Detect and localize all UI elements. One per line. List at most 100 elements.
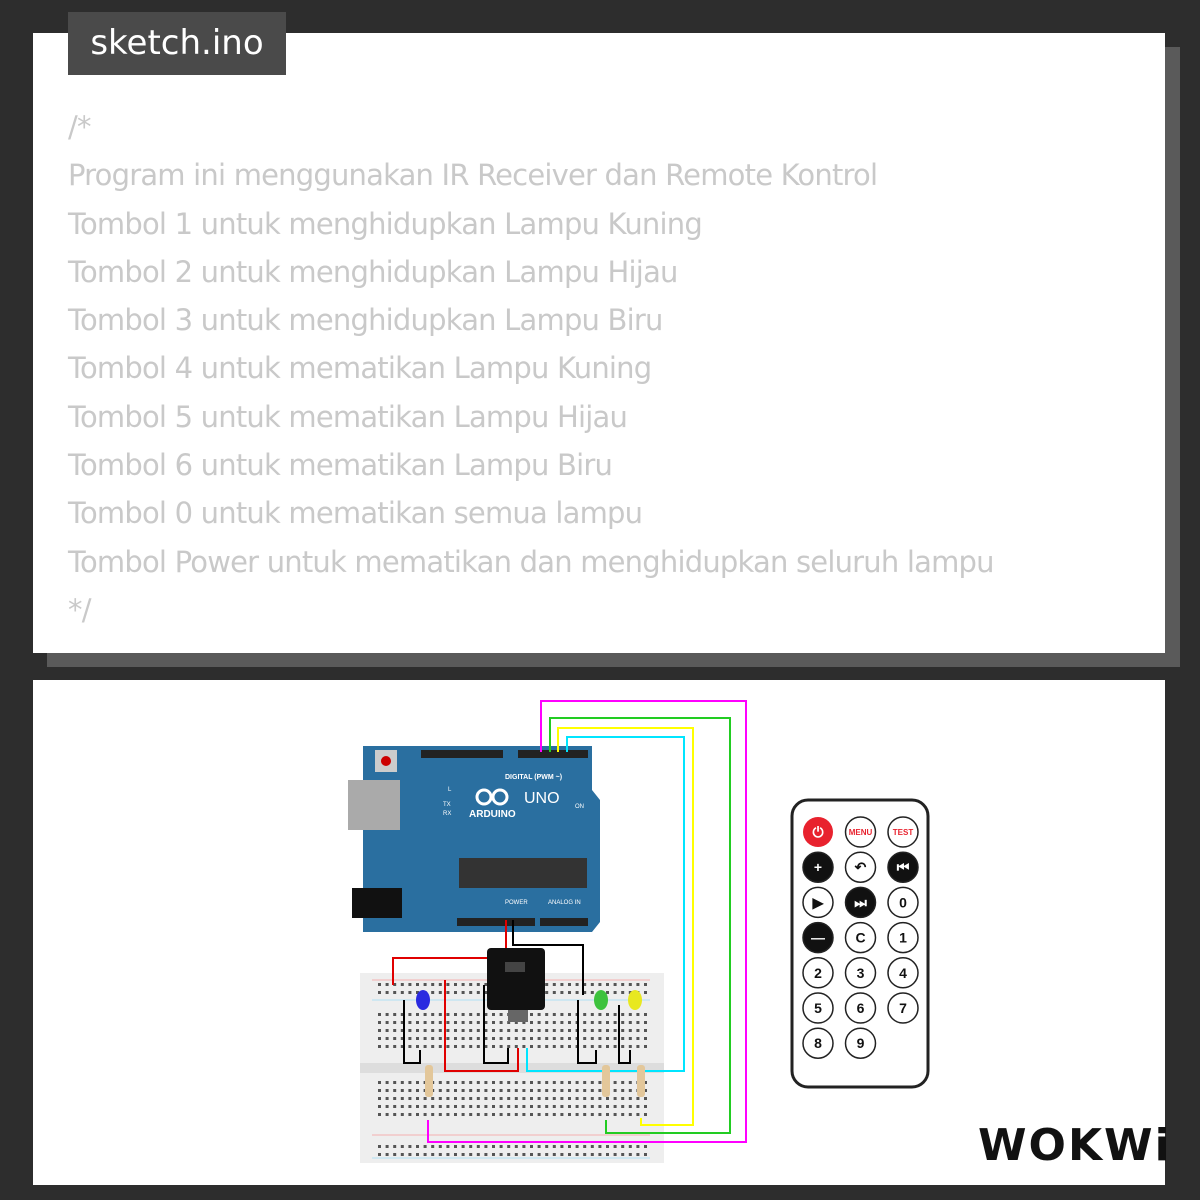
breadboard-hole	[530, 1145, 533, 1148]
breadboard-hole	[568, 1089, 571, 1092]
breadboard-hole	[514, 1105, 518, 1108]
breadboard-hole	[606, 991, 609, 994]
breadboard-hole	[644, 983, 647, 986]
breadboard-hole	[408, 1081, 412, 1084]
analog-label: ANALOG IN	[548, 900, 581, 906]
breadboard-hole	[545, 1089, 549, 1092]
breadboard-hole	[469, 1097, 473, 1100]
breadboard-hole	[590, 1045, 594, 1048]
breadboard-hole	[385, 991, 389, 994]
breadboard-hole	[400, 1113, 404, 1116]
breadboard-hole	[431, 1097, 435, 1100]
breadboard-hole	[454, 1029, 457, 1032]
code-line: Program ini menggunakan IR Receiver dan …	[68, 158, 878, 193]
breadboard-hole	[636, 1013, 640, 1016]
breadboard-hole	[644, 1045, 647, 1048]
breadboard-hole	[393, 1089, 397, 1092]
breadboard-hole	[545, 1097, 549, 1100]
breadboard-hole	[530, 1029, 533, 1032]
breadboard-hole	[545, 1037, 549, 1040]
breadboard-hole	[438, 1089, 442, 1092]
remote-button-label: 1	[899, 930, 907, 946]
breadboard-hole	[385, 983, 389, 986]
breadboard-hole	[522, 1037, 526, 1040]
breadboard-hole	[552, 1105, 556, 1108]
breadboard-hole	[454, 991, 457, 994]
code-line: Tombol Power untuk mematikan dan menghid…	[68, 544, 995, 579]
breadboard-hole	[461, 1153, 465, 1156]
breadboard-hole	[461, 1029, 465, 1032]
breadboard-hole	[621, 1021, 625, 1024]
breadboard-hole	[408, 1045, 412, 1048]
breadboard-hole	[408, 1153, 412, 1156]
breadboard-hole	[552, 1045, 556, 1048]
breadboard-hole	[408, 1113, 412, 1116]
led-green	[594, 990, 608, 1010]
breadboard-hole	[431, 1013, 435, 1016]
code-line: Tombol 2 untuk menghidupkan Lampu Hijau	[68, 254, 678, 289]
breadboard-hole	[606, 1113, 609, 1116]
breadboard-hole	[385, 1029, 389, 1032]
breadboard-hole	[568, 1037, 571, 1040]
breadboard-hole	[545, 1145, 549, 1148]
breadboard-hole	[628, 1037, 632, 1040]
breadboard-hole	[583, 1153, 587, 1156]
breadboard-hole	[621, 1145, 625, 1148]
breadboard-hole	[476, 1045, 480, 1048]
breadboard-hole	[393, 1037, 397, 1040]
breadboard-hole	[613, 1037, 617, 1040]
breadboard-hole	[438, 1037, 442, 1040]
breadboard-hole	[636, 1037, 640, 1040]
breadboard-hole	[461, 1081, 465, 1084]
breadboard-hole	[438, 1145, 442, 1148]
breadboard-hole	[598, 1105, 602, 1108]
breadboard-hole	[583, 1097, 587, 1100]
breadboard-hole	[568, 991, 571, 994]
breadboard-hole	[476, 1145, 480, 1148]
breadboard-hole	[606, 1021, 609, 1024]
breadboard-hole	[416, 983, 419, 986]
remote-button-label: ⏻	[812, 824, 823, 840]
breadboard-hole	[636, 983, 640, 986]
breadboard-hole	[431, 1045, 435, 1048]
breadboard-hole	[461, 1013, 465, 1016]
breadboard-hole	[530, 1113, 533, 1116]
arduino-uno: DIGITAL (PWM ~) ARDUINO UNO POWER ANALOG…	[348, 746, 600, 932]
breadboard-hole	[423, 1145, 427, 1148]
breadboard-hole	[545, 1105, 549, 1108]
breadboard-hole	[446, 1145, 450, 1148]
breadboard-hole	[590, 1153, 594, 1156]
breadboard-hole	[628, 1105, 632, 1108]
power-jack	[352, 888, 402, 918]
breadboard-hole	[499, 1021, 503, 1024]
breadboard-hole	[545, 1081, 549, 1084]
remote-button-label: +	[814, 859, 822, 875]
breadboard-hole	[476, 991, 480, 994]
breadboard-hole	[514, 1145, 518, 1148]
breadboard-hole	[385, 1113, 389, 1116]
breadboard-hole	[621, 1105, 625, 1108]
breadboard-hole	[408, 1105, 412, 1108]
breadboard-hole	[454, 1021, 457, 1024]
breadboard-hole	[583, 1021, 587, 1024]
breadboard-hole	[583, 1013, 587, 1016]
breadboard-hole	[423, 1037, 427, 1040]
led-yellow	[628, 990, 642, 1010]
breadboard-hole	[385, 1037, 389, 1040]
tx-label: TX	[443, 802, 451, 808]
breadboard-hole	[454, 1145, 457, 1148]
breadboard-hole	[552, 1097, 556, 1100]
breadboard-hole	[507, 1029, 511, 1032]
breadboard-hole	[552, 1145, 556, 1148]
breadboard-hole	[598, 1029, 602, 1032]
breadboard-hole	[416, 1081, 419, 1084]
breadboard-hole	[552, 1113, 556, 1116]
breadboard-hole	[385, 1089, 389, 1092]
breadboard-hole	[499, 1113, 503, 1116]
breadboard-hole	[598, 1037, 602, 1040]
breadboard-hole	[476, 983, 480, 986]
breadboard-hole	[552, 1153, 556, 1156]
remote-button-label: 2	[814, 965, 822, 981]
breadboard-hole	[416, 1113, 419, 1116]
breadboard-hole	[378, 1021, 381, 1024]
